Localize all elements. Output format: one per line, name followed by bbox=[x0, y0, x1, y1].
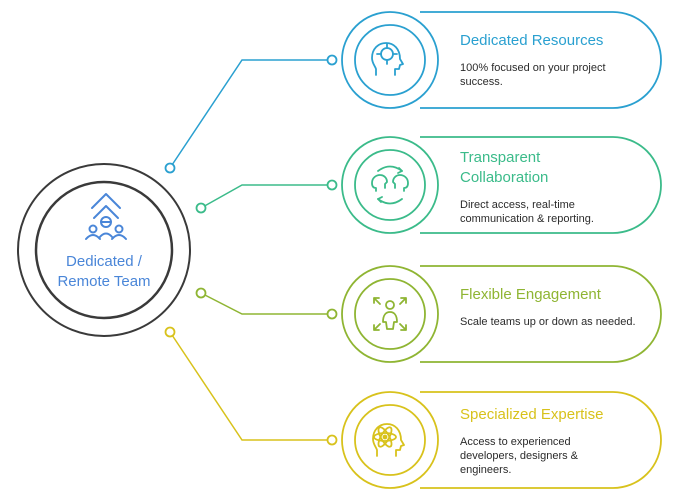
card-title-specialized-expertise: Specialized Expertise bbox=[460, 406, 604, 423]
head-atom-icon bbox=[372, 423, 405, 457]
hub-inner-ring bbox=[34, 180, 174, 320]
card-desc-dedicated-resources: 100% focused on your project success. bbox=[460, 62, 606, 88]
card-transparent-collaboration bbox=[341, 136, 662, 234]
card-dedicated-resources bbox=[341, 11, 662, 109]
connector-teal bbox=[200, 184, 332, 209]
card-title-flexible-engagement: Flexible Engagement bbox=[460, 286, 601, 303]
hub-label: Dedicated / Remote Team bbox=[40, 252, 168, 292]
team-up-arrow-icon bbox=[85, 193, 127, 240]
card-outline bbox=[420, 391, 662, 489]
card-desc-specialized-expertise: Access to experienced developers, design… bbox=[460, 436, 579, 476]
icon-ring-inner bbox=[354, 278, 426, 350]
connector-blue bbox=[169, 59, 332, 169]
hub-label-line1: Dedicated / bbox=[66, 253, 142, 270]
connector-yellow bbox=[169, 331, 332, 441]
card-title-dedicated-resources: Dedicated Resources bbox=[460, 32, 604, 49]
head-target-icon bbox=[371, 42, 404, 76]
card-specialized-expertise bbox=[341, 391, 662, 489]
hub-label-line2: Remote Team bbox=[57, 273, 151, 290]
two-heads-exchange-icon bbox=[371, 165, 409, 205]
hub bbox=[17, 163, 191, 337]
connector-green bbox=[200, 292, 332, 315]
connector-dots bbox=[164, 54, 338, 446]
icon-ring-inner bbox=[354, 149, 426, 221]
card-desc-flexible-engagement: Scale teams up or down as needed. bbox=[460, 316, 636, 328]
card-desc-transparent-collaboration: Direct access, real-time communication &… bbox=[460, 199, 594, 225]
card-flexible-engagement bbox=[341, 265, 662, 363]
person-expand-icon bbox=[373, 297, 407, 331]
connectors bbox=[169, 59, 332, 441]
card-outline bbox=[420, 265, 662, 363]
card-outline bbox=[420, 136, 662, 234]
card-outline bbox=[420, 11, 662, 109]
card-title-transparent-collaboration: Transparent Collaboration bbox=[460, 149, 549, 186]
